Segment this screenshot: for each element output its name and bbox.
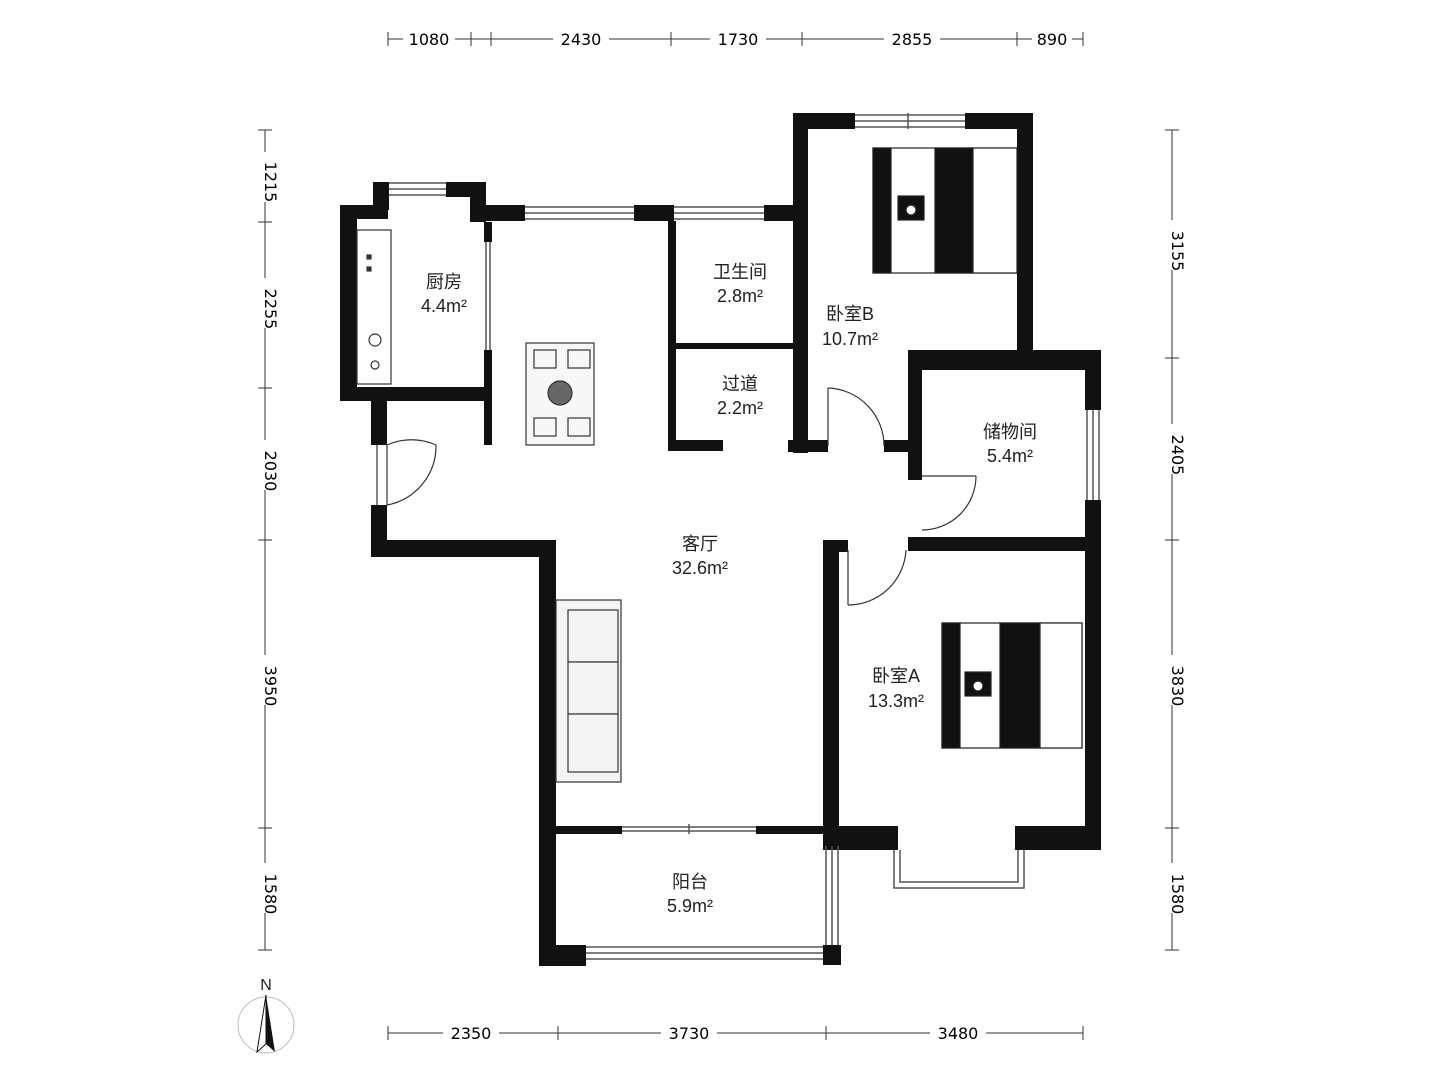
kitchen-area: 4.4m²	[421, 296, 467, 316]
dim-left-2: 2255	[261, 289, 280, 330]
storage-area: 5.4m²	[987, 446, 1033, 466]
north-label: N	[260, 977, 272, 994]
room-living: 客厅 32.6m²	[672, 534, 728, 578]
balcony-name: 阳台	[672, 872, 708, 892]
bathroom-name: 卫生间	[713, 262, 767, 282]
bed-a	[941, 622, 1083, 749]
room-bedroom-b: 卧室B 10.7m²	[822, 304, 878, 349]
dim-bottom-1: 2350	[451, 1024, 492, 1043]
bedroom-a-area: 13.3m²	[868, 691, 924, 711]
dim-top-2: 2430	[561, 30, 602, 49]
dim-bottom-2: 3730	[669, 1024, 710, 1043]
compass: N	[237, 977, 295, 1054]
living-name: 客厅	[682, 534, 718, 554]
dining-table	[525, 342, 595, 446]
kitchen-name: 厨房	[426, 272, 462, 292]
entrance-door-swing	[386, 439, 437, 506]
dim-top-5: 890	[1037, 30, 1068, 49]
dimension-bottom-labels: 2350 3730 3480	[443, 1023, 986, 1043]
hallway-name: 过道	[722, 374, 758, 394]
dimension-left	[258, 129, 272, 951]
dim-right-2: 2405	[1168, 435, 1187, 476]
dim-right-3: 3830	[1168, 666, 1187, 707]
north-arrow-icon	[256, 994, 275, 1054]
living-area: 32.6m²	[672, 558, 728, 578]
dim-left-4: 3950	[261, 666, 280, 707]
dim-top-3: 1730	[718, 30, 759, 49]
room-hallway: 过道 2.2m²	[717, 374, 763, 418]
storage-name: 储物间	[983, 422, 1037, 442]
dim-bottom-3: 3480	[938, 1024, 979, 1043]
bedroom-a-name: 卧室A	[872, 666, 920, 686]
dim-left-5: 1580	[261, 874, 280, 915]
dim-left-3: 2030	[261, 451, 280, 492]
doors	[376, 387, 977, 606]
dimension-right-labels: 3155 2405 3830 1580	[1162, 220, 1187, 914]
dim-top-4: 2855	[892, 30, 933, 49]
kitchen-counter	[356, 229, 392, 385]
dim-right-4: 1580	[1168, 874, 1187, 915]
balcony-area: 5.9m²	[667, 896, 713, 916]
bedroom-b-area: 10.7m²	[822, 329, 878, 349]
bathroom-area: 2.8m²	[717, 286, 763, 306]
sofa	[555, 599, 622, 783]
dimension-left-labels: 1215 2255 2030 3950 1580	[255, 152, 280, 914]
bedroom-b-name: 卧室B	[826, 304, 874, 324]
room-kitchen: 厨房 4.4m²	[421, 272, 467, 316]
bed-b	[872, 147, 1018, 274]
room-balcony: 阳台 5.9m²	[667, 872, 713, 916]
dim-top-1: 1080	[409, 30, 450, 49]
room-storage: 储物间 5.4m²	[983, 422, 1037, 466]
walls	[340, 113, 1101, 966]
dim-right-1: 3155	[1168, 231, 1187, 272]
hallway-area: 2.2m²	[717, 398, 763, 418]
dim-left-1: 1215	[261, 162, 280, 203]
room-bathroom: 卫生间 2.8m²	[713, 262, 767, 306]
dimension-top-labels: 1080 2430 1730 2855 890	[403, 29, 1072, 49]
windows	[389, 113, 1100, 960]
room-bedroom-a: 卧室A 13.3m²	[868, 666, 924, 711]
